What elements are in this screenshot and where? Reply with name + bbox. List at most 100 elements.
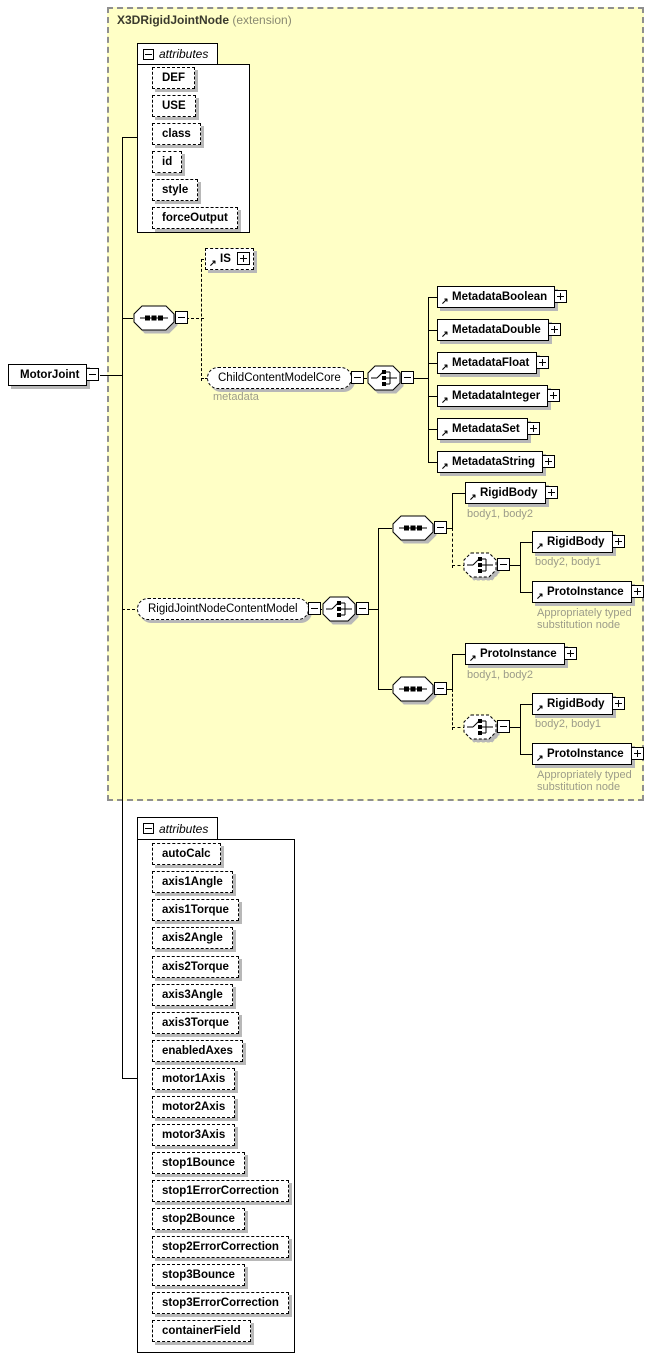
element-metadatadouble[interactable]: ↗ MetadataDouble (437, 319, 561, 341)
attribute-label: axis3Torque (162, 1017, 229, 1029)
attribute-label: stop1Bounce (162, 1157, 235, 1169)
connector-line (428, 363, 437, 364)
expand-icon[interactable] (236, 252, 250, 265)
collapse-icon[interactable] (434, 682, 447, 695)
sequence-indicator (392, 515, 447, 541)
element-rigidbody-alt2[interactable]: ↗ RigidBody (532, 693, 625, 715)
collapse-icon[interactable] (175, 311, 188, 324)
collapse-icon[interactable] (434, 521, 447, 534)
expand-icon[interactable] (563, 647, 577, 660)
element-label: ProtoInstance (547, 586, 624, 598)
connector-line (122, 137, 137, 138)
element-rigidbody-alt1[interactable]: ↗ RigidBody (532, 531, 625, 553)
collapse-icon[interactable] (356, 602, 369, 615)
attribute-class[interactable]: class (152, 123, 201, 145)
element-is[interactable]: ↗ IS (205, 248, 254, 270)
element-label: MetadataInteger (452, 390, 541, 402)
connector-line (520, 542, 521, 592)
attribute-id[interactable]: id (152, 151, 183, 173)
attribute-stop2bounce[interactable]: stop2Bounce (152, 1208, 245, 1230)
expand-icon[interactable] (542, 455, 556, 468)
group-rigidjointnodecontentmodel[interactable]: RigidJointNodeContentModel (137, 598, 321, 620)
element-protoinstance-primary2[interactable]: ↗ ProtoInstance (465, 643, 577, 665)
element-motorjoint[interactable]: MotorJoint (8, 364, 100, 386)
element-rigidbody-primary1[interactable]: ↗ RigidBody (465, 482, 558, 504)
choice-indicator-optional (463, 714, 510, 740)
joint-attributes-tab[interactable]: attributes (137, 817, 219, 840)
connector-line (378, 689, 392, 690)
collapse-icon[interactable] (307, 602, 321, 615)
reference-arrow-icon: ↗ (441, 296, 449, 306)
expand-icon[interactable] (547, 389, 561, 402)
connector-line (122, 609, 140, 610)
group-childcontentmodelcore[interactable]: ChildContentModelCore (207, 367, 364, 389)
attribute-def[interactable]: DEF (152, 67, 195, 89)
attribute-motor2axis[interactable]: motor2Axis (152, 1096, 236, 1118)
collapse-icon[interactable] (143, 48, 154, 60)
attribute-containerfield[interactable]: containerField (152, 1320, 251, 1342)
sequence-indicator (133, 305, 188, 331)
attribute-axis2torque[interactable]: axis2Torque (152, 956, 239, 978)
expand-icon[interactable] (536, 356, 550, 369)
attribute-label: DEF (162, 72, 185, 84)
collapse-icon[interactable] (401, 371, 414, 384)
connector-line (452, 689, 453, 730)
expand-icon[interactable] (554, 290, 568, 303)
attribute-stop1errorcorrection[interactable]: stop1ErrorCorrection (152, 1180, 289, 1202)
expand-icon[interactable] (611, 535, 625, 548)
element-metadataboolean[interactable]: ↗ MetadataBoolean (437, 286, 568, 308)
connector-line (452, 493, 465, 494)
element-metadatastring[interactable]: ↗ MetadataString (437, 451, 556, 473)
element-caption: Appropriately typed substitution node (537, 607, 632, 631)
collapse-icon[interactable] (143, 823, 154, 834)
reference-arrow-icon: ↗ (441, 461, 449, 471)
attribute-stop2errorcorrection[interactable]: stop2ErrorCorrection (152, 1236, 289, 1258)
element-label: MetadataSet (452, 423, 520, 435)
reference-arrow-icon: ↗ (441, 428, 449, 438)
collapse-icon[interactable] (86, 368, 100, 381)
attribute-use[interactable]: USE (152, 95, 196, 117)
core-attributes-tab[interactable]: attributes (137, 43, 219, 65)
expand-icon[interactable] (630, 747, 644, 760)
element-protoinstance-alt1[interactable]: ↗ ProtoInstance (532, 581, 644, 603)
element-caption: body2, body1 (535, 556, 602, 568)
connector-line (428, 462, 437, 463)
choice-indicator (322, 596, 369, 622)
attribute-axis3angle[interactable]: axis3Angle (152, 984, 233, 1006)
attribute-motor3axis[interactable]: motor3Axis (152, 1124, 236, 1146)
collapse-icon[interactable] (350, 371, 364, 384)
connector-line (452, 654, 465, 655)
collapse-icon[interactable] (497, 720, 510, 733)
element-label: MotorJoint (20, 369, 80, 381)
connector-line (520, 704, 532, 705)
attribute-axis2angle[interactable]: axis2Angle (152, 927, 233, 949)
expand-icon[interactable] (611, 697, 625, 710)
attribute-label: axis2Torque (162, 961, 229, 973)
attribute-stop3errorcorrection[interactable]: stop3ErrorCorrection (152, 1292, 289, 1314)
attribute-enabledaxes[interactable]: enabledAxes (152, 1040, 243, 1062)
collapse-icon[interactable] (497, 558, 510, 571)
attribute-stop1bounce[interactable]: stop1Bounce (152, 1152, 245, 1174)
expand-icon[interactable] (544, 486, 558, 499)
element-metadatafloat[interactable]: ↗ MetadataFloat (437, 352, 550, 374)
attribute-motor1axis[interactable]: motor1Axis (152, 1068, 236, 1090)
connector-line (412, 378, 428, 379)
attribute-axis1torque[interactable]: axis1Torque (152, 899, 239, 921)
attribute-stop3bounce[interactable]: stop3Bounce (152, 1264, 245, 1286)
connector-line (452, 493, 453, 528)
element-metadatainteger[interactable]: ↗ MetadataInteger (437, 385, 561, 407)
attribute-axis1angle[interactable]: axis1Angle (152, 871, 233, 893)
element-protoinstance-alt2[interactable]: ↗ ProtoInstance (532, 743, 644, 765)
connector-line (520, 754, 532, 755)
element-metadataset[interactable]: ↗ MetadataSet (437, 418, 540, 440)
expand-icon[interactable] (547, 323, 561, 336)
expand-icon[interactable] (526, 422, 540, 435)
attribute-style[interactable]: style (152, 179, 199, 201)
reference-arrow-icon: ↗ (536, 541, 544, 551)
attribute-axis3torque[interactable]: axis3Torque (152, 1012, 239, 1034)
attribute-forceoutput[interactable]: forceOutput (152, 207, 238, 229)
attribute-label: style (162, 184, 189, 196)
attribute-autocalc[interactable]: autoCalc (152, 843, 221, 865)
expand-icon[interactable] (630, 585, 644, 598)
connector-line (428, 330, 437, 331)
